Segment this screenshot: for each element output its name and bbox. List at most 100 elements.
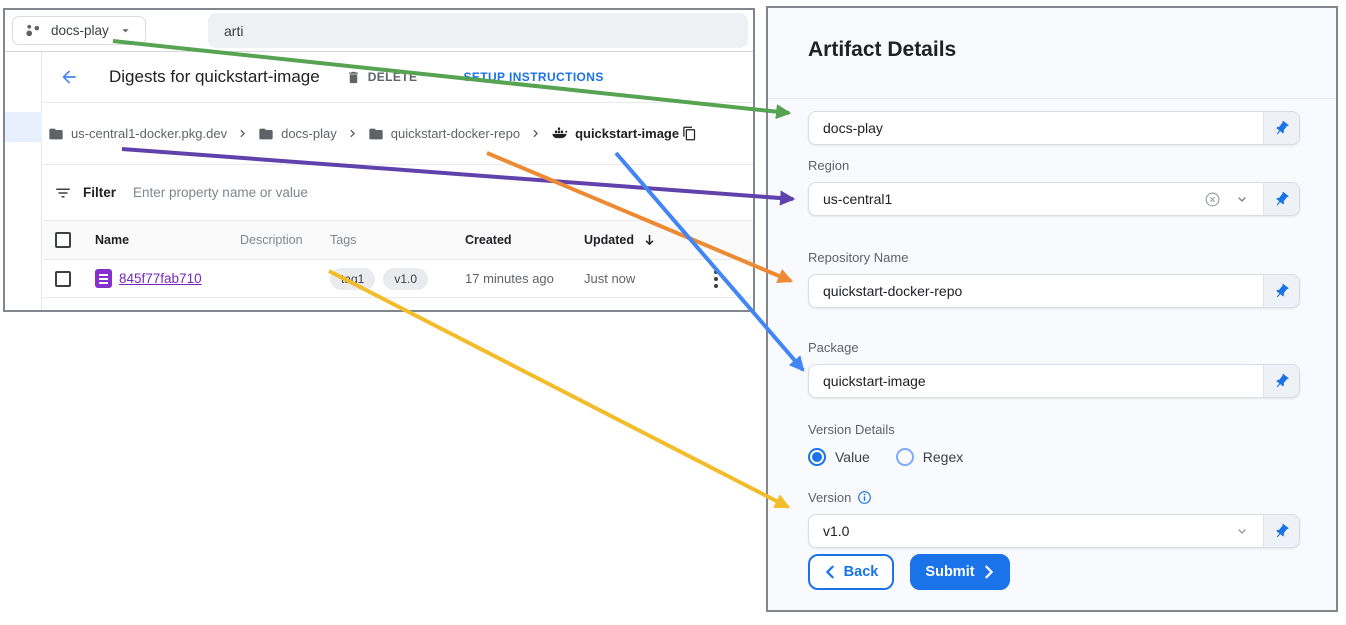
radio-regex-label: Regex bbox=[922, 449, 964, 465]
tag-chip[interactable]: v1.0 bbox=[383, 267, 429, 290]
artifact-details-panel: Artifact Details Region bbox=[766, 6, 1338, 612]
repository-input[interactable] bbox=[809, 275, 1263, 307]
project-field-group bbox=[808, 111, 1300, 145]
back-button-label: Back bbox=[843, 564, 879, 580]
repository-label: Repository Name bbox=[808, 250, 909, 265]
breadcrumb-item-project[interactable]: docs-play bbox=[258, 126, 337, 142]
chevron-down-icon[interactable] bbox=[1234, 523, 1250, 539]
digest-link[interactable]: 845f77fab710 bbox=[119, 271, 202, 286]
pin-button[interactable] bbox=[1263, 275, 1299, 307]
left-nav-rail bbox=[5, 52, 42, 310]
pin-button[interactable] bbox=[1263, 515, 1299, 547]
select-all-checkbox[interactable] bbox=[55, 232, 71, 248]
pin-icon bbox=[1276, 523, 1289, 537]
version-input[interactable] bbox=[809, 515, 1234, 547]
repository-field bbox=[808, 274, 1300, 308]
folder-icon bbox=[259, 128, 273, 139]
tag-chip[interactable]: tag1 bbox=[330, 267, 376, 290]
pin-icon bbox=[1276, 120, 1289, 134]
project-field bbox=[808, 111, 1300, 145]
column-header-tags: Tags bbox=[330, 233, 357, 247]
updated-cell: Just now bbox=[584, 271, 636, 286]
radio-option-value[interactable]: Value bbox=[808, 448, 870, 466]
pin-icon bbox=[1276, 373, 1289, 387]
version-field bbox=[808, 514, 1300, 548]
filter-bar[interactable]: Filter bbox=[43, 165, 753, 220]
chevron-down-icon[interactable] bbox=[1234, 191, 1250, 207]
region-field bbox=[808, 182, 1300, 216]
console-search-bar[interactable] bbox=[208, 13, 748, 48]
column-header-description: Description bbox=[240, 233, 303, 247]
region-input[interactable] bbox=[809, 183, 1204, 215]
delete-button-label: DELETE bbox=[367, 70, 418, 84]
pin-button[interactable] bbox=[1263, 183, 1299, 215]
repository-field-group: Repository Name bbox=[808, 250, 1300, 308]
chevron-right-icon bbox=[984, 565, 993, 579]
table-row[interactable]: 845f77fab710 tag1 v1.0 17 minutes ago Ju… bbox=[43, 260, 753, 298]
column-header-created[interactable]: Created bbox=[465, 233, 512, 247]
radio-selected-icon[interactable] bbox=[808, 448, 826, 466]
clear-icon[interactable] bbox=[1204, 191, 1221, 208]
breadcrumb-item-host[interactable]: us-central1-docker.pkg.dev bbox=[48, 126, 227, 142]
breadcrumb-separator-icon bbox=[236, 127, 249, 140]
page-header: Digests for quickstart-image DELETE SETU… bbox=[43, 52, 753, 103]
nav-rail-active-item[interactable] bbox=[5, 112, 42, 142]
breadcrumb-label: quickstart-image bbox=[575, 126, 680, 141]
created-cell: 17 minutes ago bbox=[465, 271, 554, 286]
version-details-label: Version Details bbox=[808, 422, 895, 437]
info-icon[interactable] bbox=[857, 490, 872, 505]
table-header: Name Description Tags Created Updated bbox=[43, 220, 753, 260]
folder-icon bbox=[49, 128, 63, 139]
trash-icon bbox=[348, 71, 358, 83]
row-menu-button[interactable] bbox=[714, 269, 718, 288]
digest-icon bbox=[95, 269, 112, 288]
back-button[interactable]: Back bbox=[808, 554, 894, 590]
package-input[interactable] bbox=[809, 365, 1263, 397]
copy-icon[interactable] bbox=[682, 126, 697, 141]
container-image-icon bbox=[552, 127, 568, 139]
radio-option-regex[interactable]: Regex bbox=[895, 448, 964, 466]
console-screenshot-panel: docs-play Digests for quickstart-image bbox=[3, 8, 755, 312]
filter-icon bbox=[56, 188, 70, 197]
version-details-group: Version Details Value Regex bbox=[808, 422, 1300, 466]
project-dots-icon bbox=[26, 24, 40, 37]
folder-icon bbox=[369, 128, 383, 139]
pin-button[interactable] bbox=[1263, 112, 1299, 144]
project-selector[interactable]: docs-play bbox=[12, 16, 146, 45]
column-header-name[interactable]: Name bbox=[95, 233, 130, 247]
tags-cell: tag1 v1.0 bbox=[330, 267, 465, 290]
project-input[interactable] bbox=[809, 112, 1263, 144]
project-selector-label: docs-play bbox=[51, 23, 109, 38]
divider bbox=[768, 98, 1336, 99]
delete-button[interactable]: DELETE bbox=[346, 70, 418, 85]
sort-descending-icon bbox=[645, 234, 654, 245]
radio-unselected-icon[interactable] bbox=[895, 448, 914, 466]
setup-instructions-button[interactable]: SETUP INSTRUCTIONS bbox=[463, 70, 604, 84]
package-field-group: Package bbox=[808, 340, 1300, 398]
breadcrumb-item-package[interactable]: quickstart-image bbox=[551, 126, 679, 141]
column-header-updated[interactable]: Updated bbox=[584, 233, 700, 248]
back-arrow-icon[interactable] bbox=[59, 67, 79, 87]
search-input[interactable] bbox=[224, 22, 732, 39]
breadcrumb: us-central1-docker.pkg.dev docs-play qui… bbox=[43, 103, 753, 165]
breadcrumb-item-repository[interactable]: quickstart-docker-repo bbox=[368, 126, 520, 142]
radio-value-label: Value bbox=[835, 449, 870, 465]
package-label: Package bbox=[808, 340, 859, 355]
breadcrumb-label: quickstart-docker-repo bbox=[390, 126, 521, 141]
region-field-group: Region bbox=[808, 158, 1300, 216]
row-checkbox[interactable] bbox=[55, 270, 71, 287]
caret-down-icon bbox=[122, 29, 129, 33]
submit-button-label: Submit bbox=[925, 564, 975, 580]
console-topbar: docs-play bbox=[5, 10, 753, 52]
page-title: Digests for quickstart-image bbox=[109, 67, 320, 86]
breadcrumb-label: docs-play bbox=[281, 126, 337, 141]
breadcrumb-separator-icon bbox=[529, 127, 542, 140]
filter-input[interactable] bbox=[133, 185, 753, 200]
digest-name-cell: 845f77fab710 bbox=[95, 269, 240, 288]
pin-button[interactable] bbox=[1263, 365, 1299, 397]
version-label: Version bbox=[808, 490, 852, 505]
submit-button[interactable]: Submit bbox=[910, 554, 1010, 590]
package-field bbox=[808, 364, 1300, 398]
filter-label: Filter bbox=[83, 185, 117, 200]
